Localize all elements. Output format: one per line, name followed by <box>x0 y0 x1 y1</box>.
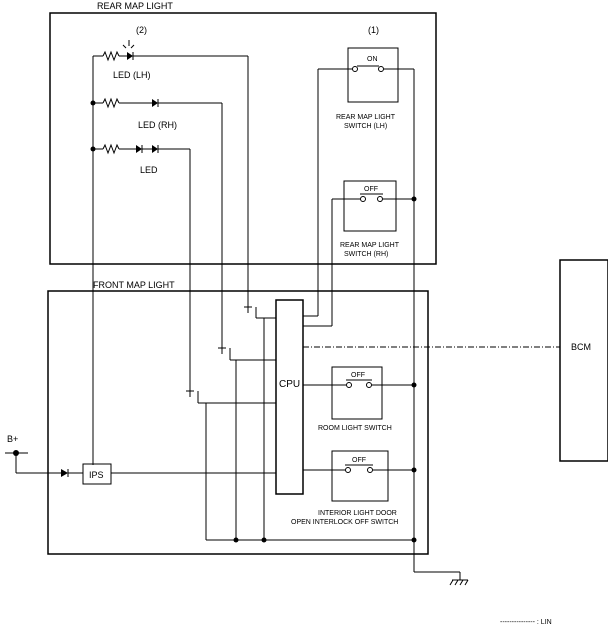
led-lh-row <box>93 40 249 307</box>
led-row <box>93 143 191 391</box>
led-driver <box>186 390 276 404</box>
led-rh-row <box>93 97 223 348</box>
rear-map-switch-lh-name-1: REAR MAP LIGHT <box>336 114 396 121</box>
diode-icon <box>61 469 68 477</box>
led-rh-driver <box>218 347 276 361</box>
bcm-label: BCM <box>571 342 591 352</box>
room-light-switch-state: OFF <box>351 372 365 379</box>
room-light-switch-name: ROOM LIGHT SWITCH <box>318 425 392 432</box>
rear-map-switch-lh-state: ON <box>367 56 378 63</box>
front-map-light-title: FRONT MAP LIGHT <box>93 280 175 290</box>
bcm-box <box>559 259 608 462</box>
rear-map-switch-lh <box>347 47 399 103</box>
door-interlock-switch <box>331 450 389 502</box>
door-interlock-switch-name-1: INTERIOR LIGHT DOOR <box>318 510 397 517</box>
cpu-box <box>275 299 304 495</box>
room-light-switch <box>331 366 383 420</box>
rear-map-switch-rh-name-2: SWITCH (RH) <box>344 251 388 258</box>
rear-map-switch-rh-state: OFF <box>364 186 378 193</box>
rear-map-light-box <box>49 12 437 265</box>
bplus-label: B+ <box>7 434 18 444</box>
led-lh-driver <box>244 306 276 319</box>
ips-box <box>82 463 112 485</box>
door-interlock-switch-name-2: OPEN INTERLOCK OFF SWITCH <box>291 519 398 526</box>
lin-legend: --------------- : LIN <box>500 619 552 626</box>
ips-label: IPS <box>89 470 104 480</box>
cpu-label: CPU <box>279 379 300 390</box>
rear-map-light-title: REAR MAP LIGHT <box>97 1 173 11</box>
ground-icon <box>414 571 469 586</box>
led-lh-label: LED (LH) <box>113 70 151 80</box>
rear-map-switch-rh <box>343 180 397 232</box>
rear-map-switch-rh-name-1: REAR MAP LIGHT <box>340 242 400 249</box>
ref-2-label: (2) <box>136 25 147 35</box>
ref-1-label: (1) <box>368 25 379 35</box>
led-label: LED <box>140 165 158 175</box>
door-interlock-switch-state: OFF <box>352 457 366 464</box>
front-map-light-box <box>47 290 429 555</box>
led-rh-label: LED (RH) <box>138 120 177 130</box>
rear-map-switch-lh-name-2: SWITCH (LH) <box>344 123 387 130</box>
